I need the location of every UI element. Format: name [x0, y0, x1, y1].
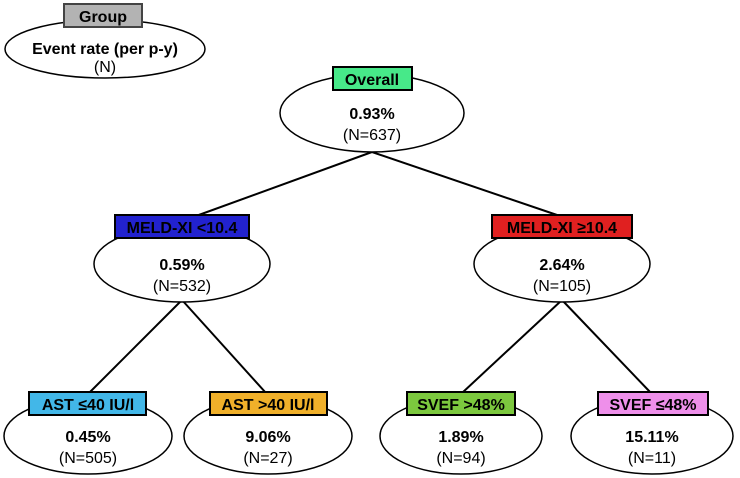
edge-overall-meldlt [195, 151, 373, 217]
node-ast-le-label: AST ≤40 IU/l [42, 397, 134, 414]
node-meld-lt: MELD-XI <10.4 0.59% (N=532) [93, 214, 271, 303]
edge-meldlt-astgt [181, 299, 267, 394]
node-svef-le-label: SVEF ≤48% [609, 397, 696, 414]
legend: Group Event rate (per p-y) (N) [4, 3, 206, 79]
node-meld-lt-rate: 0.59% [159, 257, 204, 274]
node-meld-ge-rate: 2.64% [539, 257, 584, 274]
tree-edges [88, 151, 652, 394]
node-ast-gt-n: (N=27) [243, 450, 292, 467]
node-meld-ge-box [491, 214, 633, 239]
node-overall-label: Overall [345, 72, 399, 89]
node-svef-le-n: (N=11) [628, 450, 676, 467]
node-meld-lt-label: MELD-XI <10.4 [127, 220, 238, 237]
node-overall-n: (N=637) [343, 127, 401, 144]
node-overall-rate: 0.93% [349, 106, 394, 123]
legend-group-box [63, 3, 143, 28]
node-meld-ge: MELD-XI ≥10.4 2.64% (N=105) [473, 214, 651, 303]
legend-n-label: (N) [94, 59, 116, 76]
edge-meldge-svefgt [461, 299, 563, 394]
node-svef-gt-rate: 1.89% [438, 429, 483, 446]
node-ast-gt-rate: 9.06% [245, 429, 290, 446]
legend-rate-label: Event rate (per p-y) [32, 41, 178, 58]
edge-meldge-svefle [561, 299, 652, 394]
node-svef-le: SVEF ≤48% 15.11% (N=11) [570, 391, 734, 475]
node-ast-gt-box [209, 391, 328, 416]
node-svef-le-box [597, 391, 709, 416]
node-svef-le-rate: 15.11% [625, 429, 678, 446]
node-svef-gt-n: (N=94) [436, 450, 485, 467]
node-overall: Overall 0.93% (N=637) [279, 66, 465, 153]
edge-overall-meldge [371, 151, 561, 217]
node-meld-lt-box [114, 214, 250, 239]
legend-group-label: Group [79, 9, 127, 26]
node-overall-box [332, 66, 413, 91]
node-svef-gt-label: SVEF >48% [417, 397, 505, 414]
node-ast-gt: AST >40 IU/l 9.06% (N=27) [183, 391, 353, 475]
node-meld-ge-label: MELD-XI ≥10.4 [507, 220, 617, 237]
node-svef-gt-box [406, 391, 516, 416]
node-meld-lt-n: (N=532) [153, 278, 211, 295]
node-ast-le-n: (N=505) [59, 450, 117, 467]
node-ast-gt-label: AST >40 IU/l [222, 397, 315, 414]
edge-meldlt-astle [88, 299, 183, 394]
node-ast-le-rate: 0.45% [65, 429, 110, 446]
node-meld-ge-n: (N=105) [533, 278, 591, 295]
node-svef-gt: SVEF >48% 1.89% (N=94) [379, 391, 543, 475]
node-ast-le: AST ≤40 IU/l 0.45% (N=505) [3, 391, 173, 475]
node-ast-le-box [28, 391, 147, 416]
